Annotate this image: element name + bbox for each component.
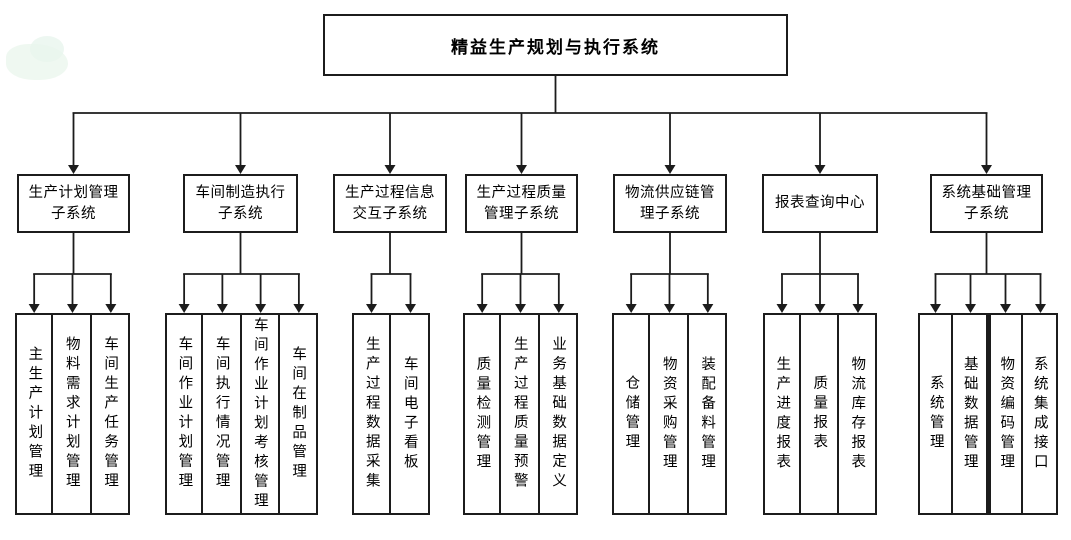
subsystem-node-2: 车间制造执行 子系统 [183,174,298,233]
subsystem-node-1: 生产计划管理 子系统 [17,174,130,233]
leaf-node-1-3: 车间生产任务管理 [89,313,130,515]
leaf-node-3-2: 车间电子看板 [389,313,430,515]
leaf-node-2-4: 车间在制品管理 [277,313,318,515]
leaf-node-7-2: 基础数据管理 [951,313,988,515]
leaf-node-6-3: 物流库存报表 [837,313,877,515]
leaf-node-1-1: 主生产计划管理 [15,313,54,515]
leaf-node-5-3: 装配备料管理 [686,313,727,515]
leaf-node-6-1: 生产进度报表 [763,313,801,515]
subsystem-node-3: 生产过程信息 交互子系统 [333,174,447,233]
leaf-node-2-1: 车间作业计划管理 [165,313,204,515]
subsystem-node-6: 报表查询中心 [762,174,878,233]
leaf-node-2-3: 车间作业计划考核管理 [239,313,280,515]
leaf-node-3-1: 生产过程数据采集 [352,313,391,515]
root-node: 精益生产规划与执行系统 [323,14,788,76]
leaf-node-4-2: 生产过程质量预警 [499,313,540,515]
leaf-node-5-1: 仓储管理 [612,313,651,515]
leaf-node-7-4: 系统集成接口 [1021,313,1058,515]
leaf-node-4-3: 业务基础数据定义 [537,313,578,515]
leaf-node-7-1: 系统管理 [918,313,953,515]
leaf-node-1-2: 物料需求计划管理 [51,313,92,515]
leaf-node-5-2: 物资采购管理 [648,313,689,515]
leaf-node-2-2: 车间执行情况管理 [201,313,242,515]
subsystem-node-4: 生产过程质量 管理子系统 [465,174,578,233]
leaf-node-4-1: 质量检测管理 [463,313,502,515]
subsystem-node-5: 物流供应链管 理子系统 [613,174,727,233]
leaf-node-7-3: 物资编码管理 [986,313,1023,515]
leaf-node-6-2: 质量报表 [799,313,839,515]
subsystem-node-7: 系统基础管理 子系统 [930,174,1043,233]
watermark-smudge-small [30,36,64,62]
